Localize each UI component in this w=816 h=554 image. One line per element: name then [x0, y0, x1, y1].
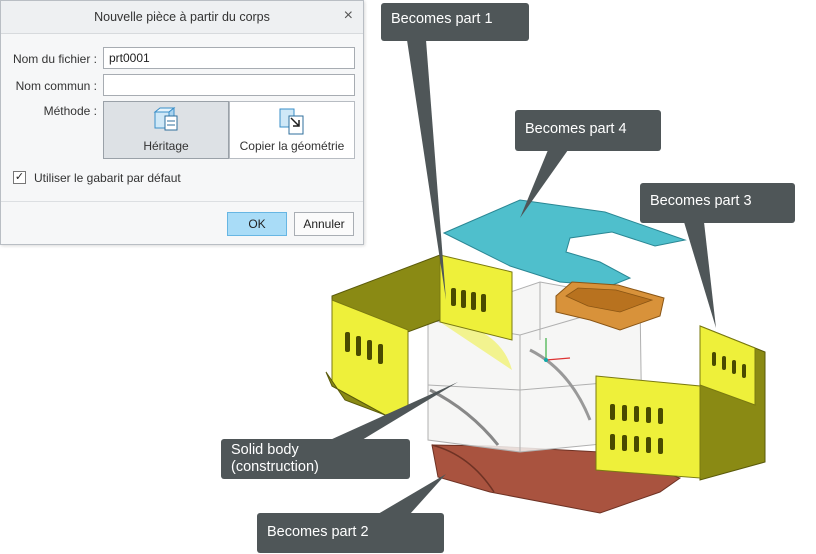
method-copy-geometry-label: Copier la géométrie: [239, 139, 345, 153]
part1-side-panels: [325, 254, 513, 416]
callout-part1: Becomes part 1: [381, 3, 529, 41]
template-checkbox[interactable]: ✓: [13, 171, 26, 184]
callout-part3-text: Becomes part 3: [650, 193, 752, 209]
ok-button[interactable]: OK: [227, 212, 287, 236]
callout-solid-body-line1: Solid body: [231, 442, 299, 458]
method-copy-geometry-button[interactable]: Copier la géométrie: [229, 101, 355, 159]
template-checkbox-label: Utiliser le gabarit par défaut: [34, 171, 181, 185]
dialog-title: Nouvelle pièce à partir du corps: [94, 10, 270, 24]
method-inheritance-label: Héritage: [143, 139, 189, 153]
part3-side-panels: [595, 325, 766, 481]
close-icon[interactable]: ×: [343, 7, 353, 24]
file-name-label: Nom du fichier :: [12, 52, 97, 66]
cancel-button[interactable]: Annuler: [294, 212, 354, 236]
callout-solid-body-line2: (construction): [231, 459, 319, 475]
inheritance-icon: [153, 106, 178, 131]
orange-tray: [555, 281, 665, 331]
callout-part1-text: Becomes part 1: [391, 11, 493, 27]
callout-part4-text: Becomes part 4: [525, 121, 627, 137]
callout-part2-text: Becomes part 2: [267, 524, 369, 540]
part4-lid: [442, 199, 687, 287]
callout-solid-body: Solid body (construction): [221, 439, 410, 479]
callout-part2: Becomes part 2: [257, 513, 444, 553]
new-part-from-body-dialog: Nouvelle pièce à partir du corps × Nom d…: [0, 0, 364, 245]
common-name-label: Nom commun :: [15, 79, 97, 93]
common-name-input[interactable]: [103, 74, 355, 96]
callout-part3: Becomes part 3: [640, 183, 795, 223]
file-name-input[interactable]: prt0001: [103, 47, 355, 69]
method-inheritance-button[interactable]: Héritage: [103, 101, 229, 159]
callout-part4: Becomes part 4: [515, 110, 661, 151]
callout-pointers: [330, 40, 716, 514]
dialog-separator: [1, 201, 363, 202]
copy-geometry-icon: [279, 108, 304, 135]
method-label: Méthode :: [43, 104, 97, 118]
dialog-titlebar[interactable]: Nouvelle pièce à partir du corps ×: [1, 1, 363, 34]
